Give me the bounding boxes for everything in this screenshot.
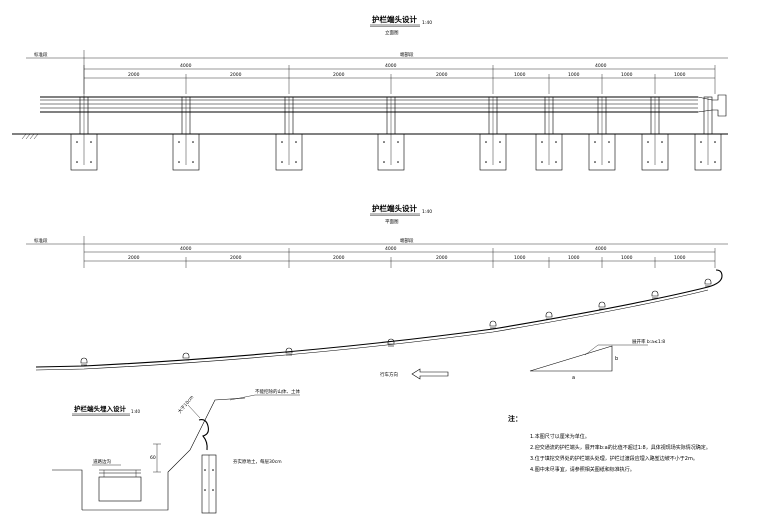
elevation-post-3 [275,96,303,171]
driving-direction: 行车方向 [380,368,449,380]
plan-post-3 [285,347,293,356]
elevation-post-6 [535,96,563,171]
note-item-2: 2.迎交通流的护栏端头，展开率b:a的比值不超过1:8，具体视现场实际情况确定。 [530,444,711,451]
burial-scale: 1:40 [131,409,140,414]
notes-heading: 注： [508,414,522,423]
plan-post-1 [80,357,88,366]
plan-dim-seg-6: 1000 [568,255,580,261]
plan-dim-group-3: 4000 [595,246,607,252]
plan-post-7 [598,301,606,310]
plan-post-8 [651,290,659,299]
flare-triangle-b: b [615,356,618,362]
elevation-dim-group-1: 4000 [180,63,192,69]
plan-dim-group-1: 4000 [180,246,192,252]
plan-subtitle: 平面图 [385,219,399,225]
plan-post-5 [489,320,497,329]
plan-end-section: 端部段 [400,237,414,244]
plan-dim-seg-5: 1000 [514,255,526,261]
elevation-beam [40,94,727,117]
plan-view: 护栏端头设计 1:40 平面图 标准段 端部段 4000 4000 4000 2… [26,203,728,381]
elevation-scale: 1:40 [422,20,432,26]
plan-scale: 1:40 [422,209,432,215]
burial-detail: 护栏端头埋入设计 1:40 道路边沟 60 大于10cm 不能挖除的山体、土体 [52,388,300,514]
elevation-dim-seg-3: 2000 [333,72,345,78]
elevation-view: 护栏端头设计 1:40 立面图 标准段 端部段 4000 4000 4000 2… [12,14,728,171]
elevation-standard-section: 标准段 [34,51,48,58]
roadbed-label: 道路边沟 [93,458,111,465]
elevation-post-5 [479,96,507,171]
slope-label: 不能挖除的山体、土体 [255,388,300,395]
elevation-dim-seg-2: 2000 [230,72,242,78]
elevation-post-1 [70,96,98,171]
plan-posts [80,278,712,366]
elevation-dim-seg-1: 2000 [128,72,140,78]
elevation-post-9 [694,96,722,171]
elevation-ground-hatch [21,133,39,140]
elevation-title: 护栏端头设计 [372,14,417,24]
note-item-4: 4.图中未尽事宜，请参照相关图纸和标准执行。 [530,466,635,473]
elevation-dim-seg-4: 2000 [436,72,448,78]
elevation-dim-seg-8: 1000 [674,72,686,78]
plan-dim-seg-8: 1000 [674,255,686,261]
burial-title: 护栏端头埋入设计 [74,404,127,413]
elevation-dim-group-3: 4000 [595,63,607,69]
elevation-dim-seg-6: 1000 [568,72,580,78]
notes: 注： 1.本图尺寸以厘米为单位。 2.迎交通流的护栏端头，展开率b:a的比值不超… [508,414,711,473]
plan-dim-seg-7: 1000 [621,255,633,261]
flare-rate-label: 展开率 b:a≤1:8 [632,338,665,345]
flare-triangle-a: a [572,375,575,381]
plan-curved-rail [35,269,723,371]
plan-dim-seg-2: 2000 [230,255,242,261]
flare-rate-triangle: b a 展开率 b:a≤1:8 [529,338,665,381]
plan-post-6 [545,311,553,320]
elevation-post-4 [377,96,405,171]
plan-dim-seg-4: 2000 [436,255,448,261]
plan-dim-seg-1: 2000 [128,255,140,261]
height-label: 60 [150,455,156,461]
plan-standard-section: 标准段 [34,237,48,244]
plan-title: 护栏端头设计 [372,203,417,213]
elevation-post-7 [588,96,616,171]
plan-post-2 [182,352,190,361]
plan-dim-seg-3: 2000 [333,255,345,261]
note-item-3: 3.位于填挖交界处的护栏端头处理，护栏过渡段应埋入路堑边坡不小于2m。 [530,455,698,462]
elevation-end-section: 端部段 [400,51,414,58]
driving-direction-label: 行车方向 [380,371,398,378]
direction-arrow-icon [411,368,449,380]
elevation-subtitle: 立面图 [385,29,399,36]
plan-post-9 [704,278,712,287]
plan-post-4 [387,338,395,347]
elevation-dim-seg-7: 1000 [621,72,633,78]
elevation-dim-group-2: 4000 [385,63,397,69]
plan-dim-group-2: 4000 [385,246,397,252]
note-item-1: 1.本图尺寸以厘米为单位。 [530,433,590,440]
elevation-dim-seg-5: 1000 [514,72,526,78]
compact-label: 夯实原地土，每层30cm [233,458,282,465]
elevation-post-2 [172,96,200,171]
elevation-post-8 [641,96,669,171]
depth-label: 大于10cm [176,394,195,415]
